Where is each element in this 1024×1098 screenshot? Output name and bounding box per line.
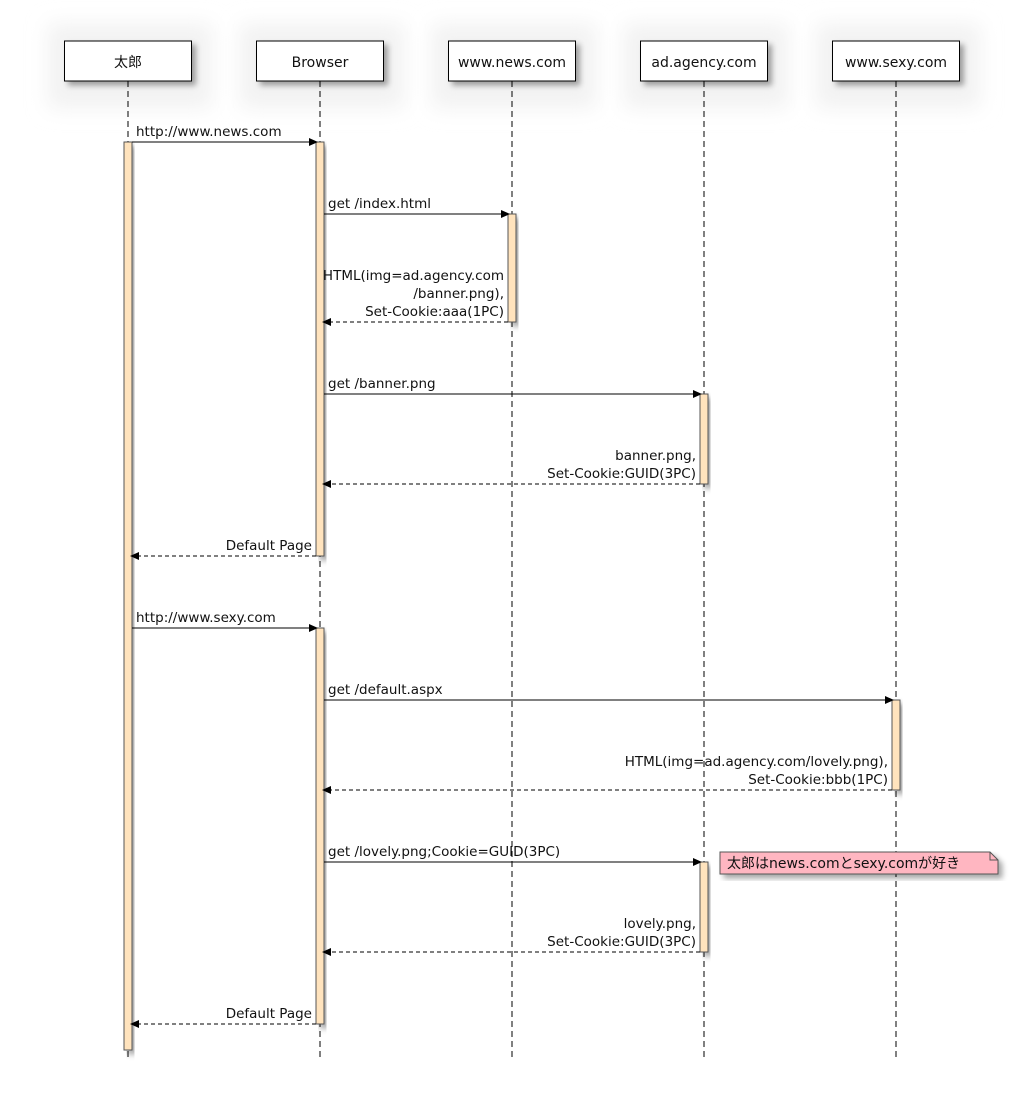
activation-bars bbox=[123, 141, 901, 1051]
activation-bar bbox=[315, 627, 325, 1025]
arrowhead bbox=[885, 696, 894, 704]
actor-label: www.news.com bbox=[458, 55, 566, 71]
activation-bar bbox=[699, 861, 709, 953]
arrowhead bbox=[693, 390, 702, 398]
message-label: banner.png, bbox=[615, 448, 696, 464]
message-label: lovely.png, bbox=[624, 916, 696, 932]
note-fold bbox=[989, 852, 998, 861]
actor-label: www.sexy.com bbox=[845, 55, 947, 71]
message: get /lovely.png;Cookie=GUID(3PC) bbox=[324, 844, 702, 866]
message: get /index.html bbox=[324, 196, 510, 218]
activation-bar bbox=[315, 141, 325, 557]
message: http://www.sexy.com bbox=[132, 610, 318, 632]
message-label: Set-Cookie:bbb(1PC) bbox=[748, 772, 888, 788]
actor-label: Browser bbox=[292, 55, 349, 71]
actor-label: ad.agency.com bbox=[651, 55, 756, 71]
arrowhead bbox=[322, 786, 331, 794]
message-label: http://www.sexy.com bbox=[136, 610, 276, 626]
actor-box: www.sexy.com bbox=[832, 40, 960, 82]
activation-bar bbox=[891, 699, 901, 791]
actor-label: 太郎 bbox=[114, 55, 142, 71]
actor-box: www.news.com bbox=[448, 40, 576, 82]
arrowhead bbox=[130, 1020, 139, 1028]
arrowhead bbox=[322, 480, 331, 488]
message-label: HTML(img=ad.agency.com/lovely.png), bbox=[625, 754, 888, 770]
actor-boxes: 太郎 Browser www.news.com ad.agency.com www.se… bbox=[64, 40, 960, 82]
message-label: get /default.aspx bbox=[328, 682, 443, 698]
message: lovely.png, Set-Cookie:GUID(3PC) bbox=[322, 916, 700, 956]
message-label: Set-Cookie:GUID(3PC) bbox=[547, 934, 696, 950]
arrowhead bbox=[130, 552, 139, 560]
message-label: get /index.html bbox=[328, 196, 431, 212]
message: Default Page bbox=[130, 1006, 316, 1028]
note-box bbox=[719, 851, 999, 875]
actor-box: 太郎 bbox=[64, 40, 192, 82]
arrowhead bbox=[322, 318, 331, 326]
message-label: Set-Cookie:aaa(1PC) bbox=[365, 304, 504, 320]
arrowhead bbox=[501, 210, 510, 218]
message: get /default.aspx bbox=[324, 682, 894, 704]
messages: http://www.news.com get /index.htmlHTML(i… bbox=[130, 124, 894, 1028]
arrowhead bbox=[309, 138, 318, 146]
activation-bar bbox=[699, 393, 709, 485]
message-label: HTML(img=ad.agency.com bbox=[323, 268, 504, 284]
message-label: Set-Cookie:GUID(3PC) bbox=[547, 466, 696, 482]
activation-bar bbox=[123, 141, 133, 1051]
message-label: Default Page bbox=[226, 1006, 312, 1022]
message: Default Page bbox=[130, 538, 316, 560]
message: get /banner.png bbox=[324, 376, 702, 398]
actor-box: Browser bbox=[256, 40, 384, 82]
message-label: get /lovely.png;Cookie=GUID(3PC) bbox=[328, 844, 560, 860]
note-layer: 太郎はnews.comとsexy.comが好き bbox=[719, 851, 999, 875]
message: HTML(img=ad.agency.com/banner.png), Set-C… bbox=[322, 268, 508, 326]
arrowhead bbox=[322, 948, 331, 956]
note: 太郎はnews.comとsexy.comが好き bbox=[719, 851, 999, 875]
message: http://www.news.com bbox=[132, 124, 318, 146]
message-label: get /banner.png bbox=[328, 376, 436, 392]
activation-bar bbox=[507, 213, 517, 323]
message-label: Default Page bbox=[226, 538, 312, 554]
message: banner.png, Set-Cookie:GUID(3PC) bbox=[322, 448, 700, 488]
message: HTML(img=ad.agency.com/lovely.png), Set-C… bbox=[322, 754, 892, 794]
actor-box: ad.agency.com bbox=[640, 40, 768, 82]
arrowhead bbox=[693, 858, 702, 866]
message-label: /banner.png), bbox=[413, 286, 504, 302]
arrowhead bbox=[309, 624, 318, 632]
message-label: http://www.news.com bbox=[136, 124, 282, 140]
note-text: 太郎はnews.comとsexy.comが好き bbox=[727, 856, 960, 872]
